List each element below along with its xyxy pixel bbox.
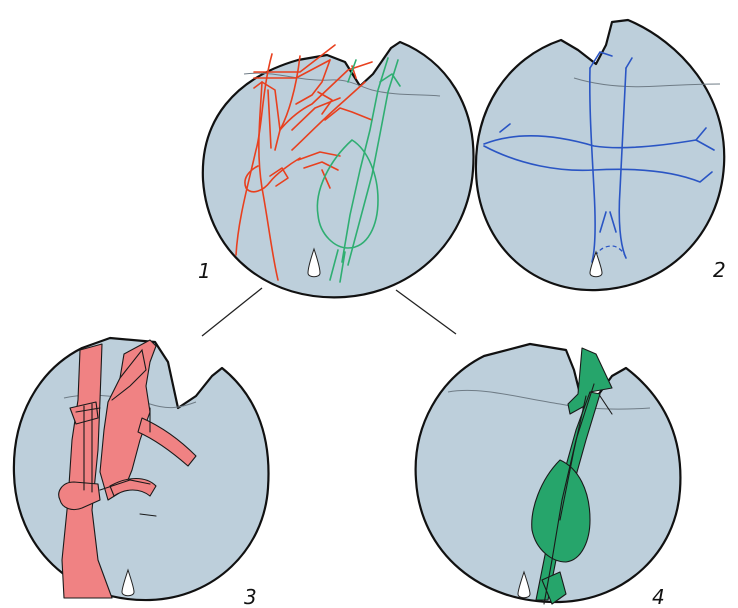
panel-label-2: 2 [713, 258, 726, 282]
panel-3: 3 [14, 338, 269, 608]
connector-left [202, 288, 262, 336]
panel-2: 2 [476, 20, 726, 290]
panel-label-4: 4 [652, 585, 665, 608]
panel-4: 4 [416, 344, 681, 608]
panel-1: 1 [198, 42, 474, 297]
panel-label-3: 3 [244, 585, 257, 608]
connector-right [396, 290, 456, 334]
panel-label-1: 1 [198, 259, 211, 283]
